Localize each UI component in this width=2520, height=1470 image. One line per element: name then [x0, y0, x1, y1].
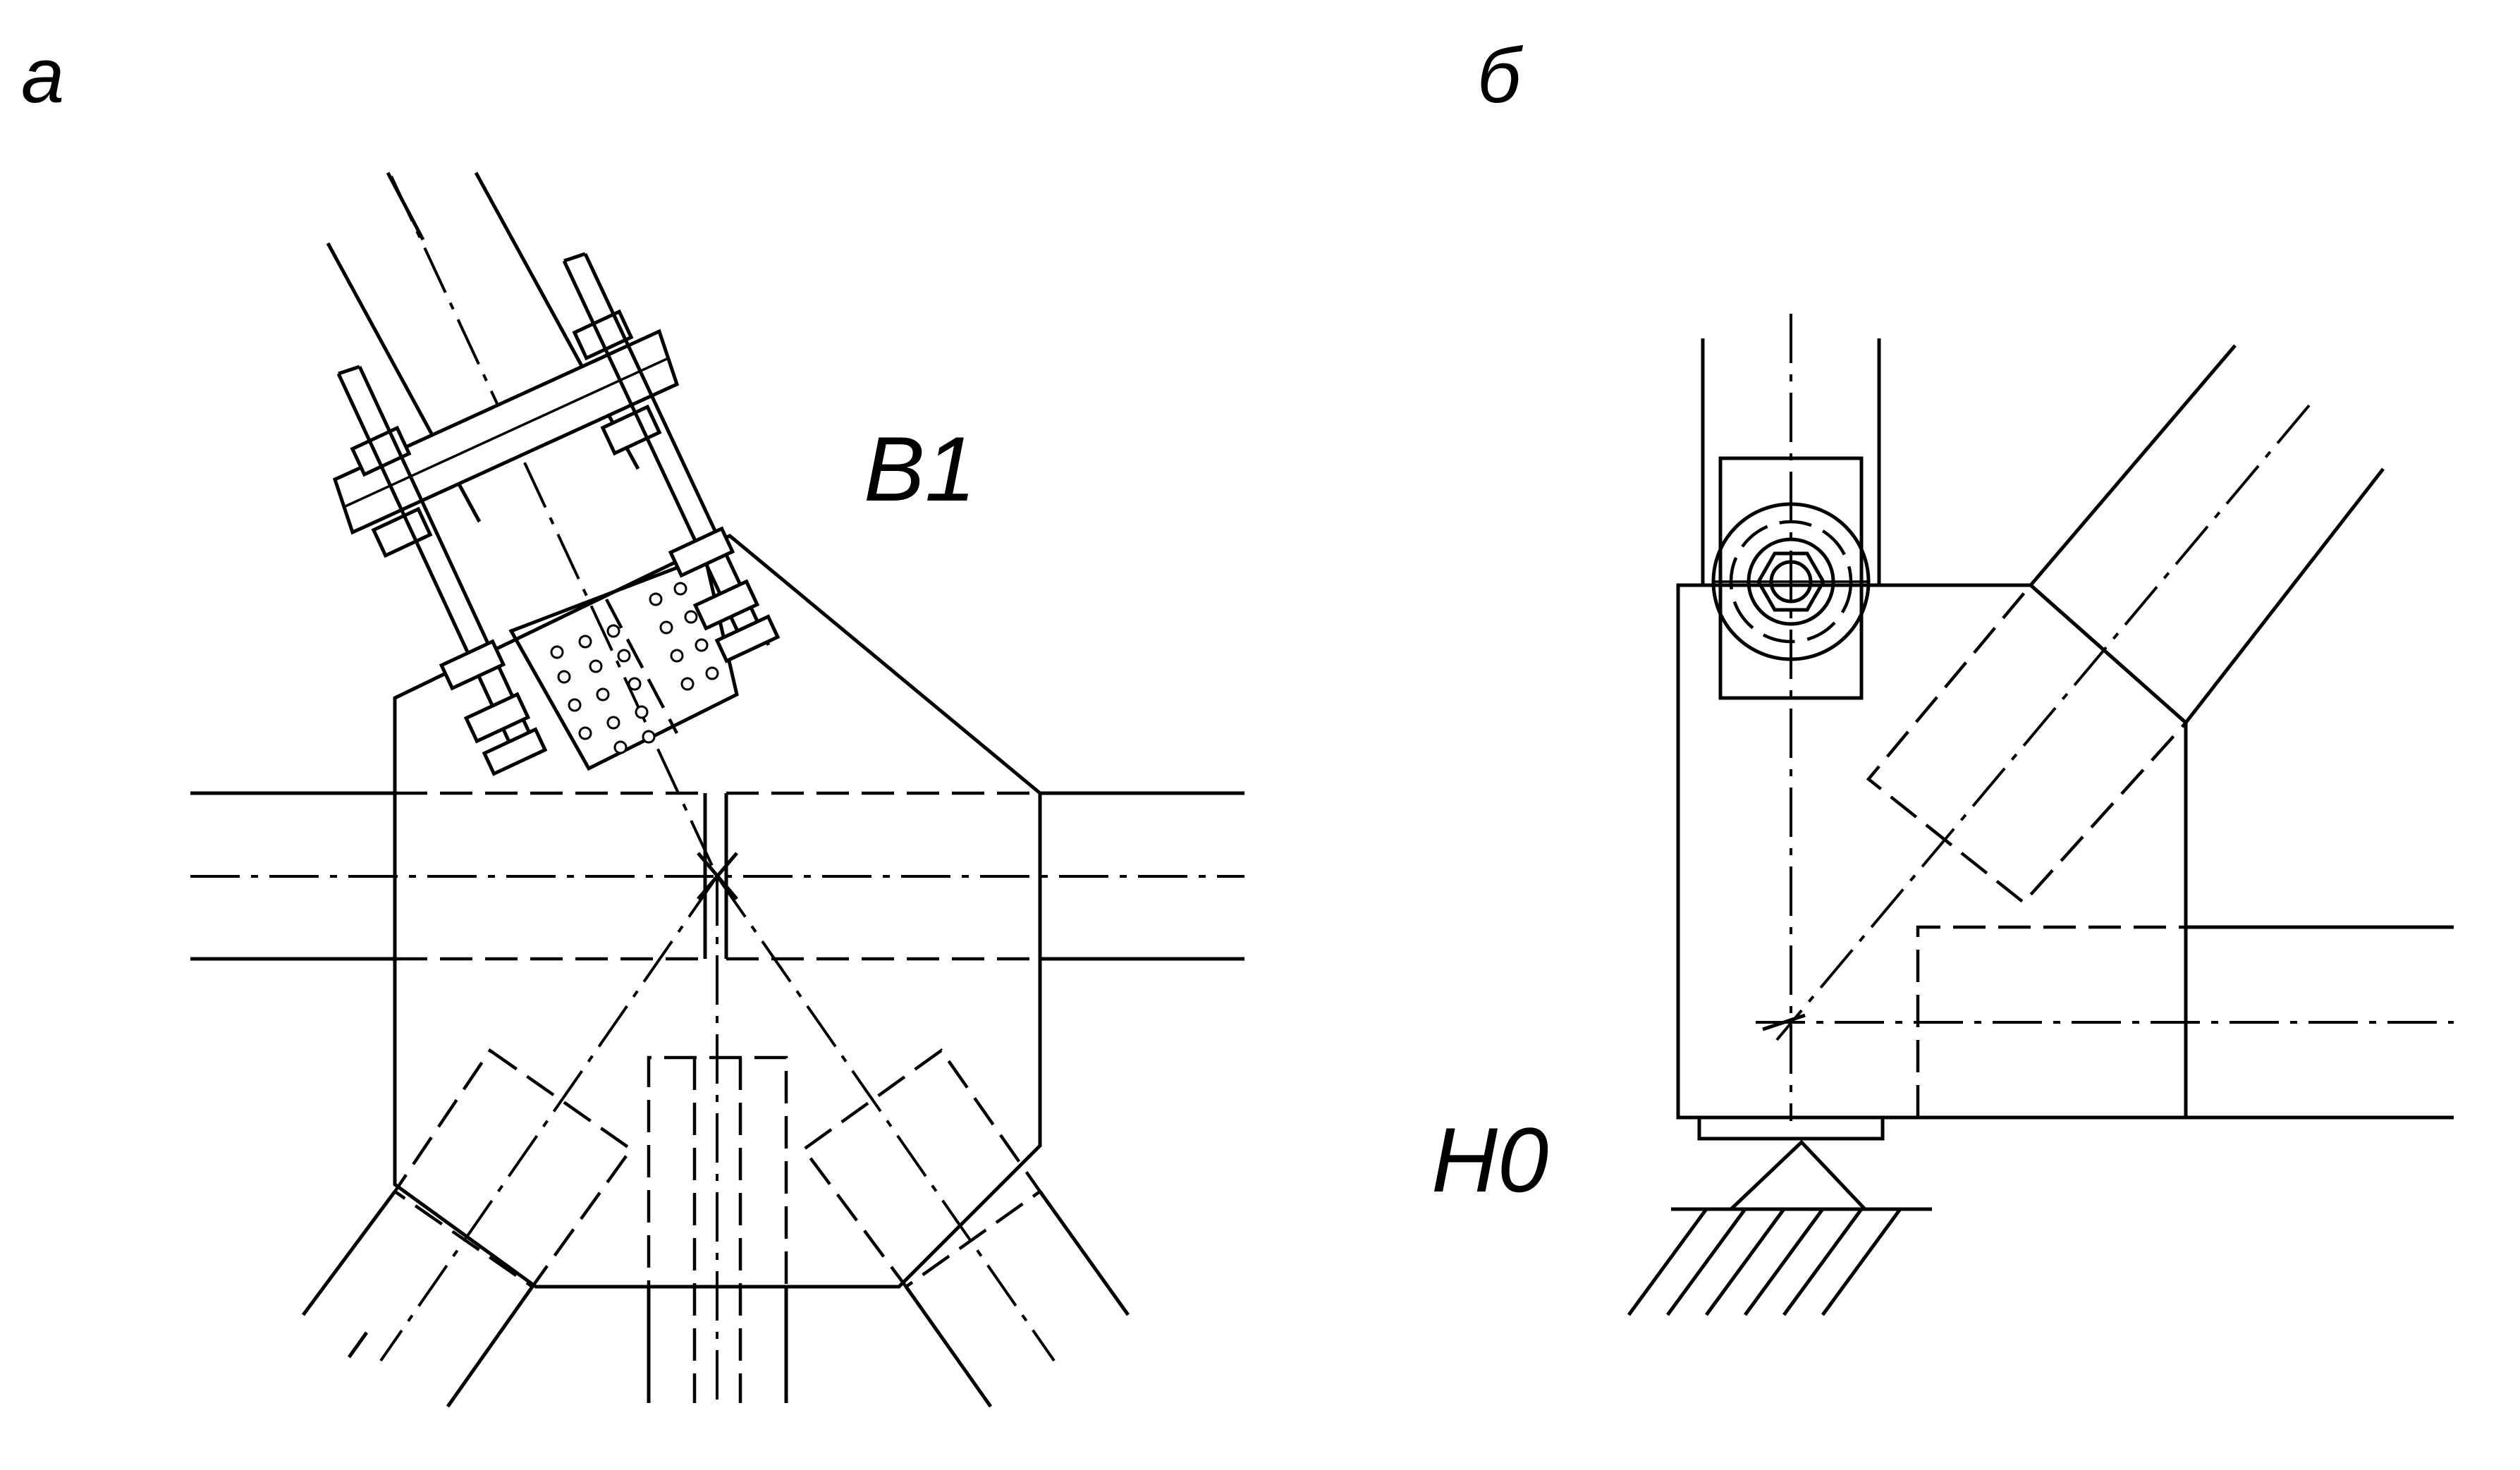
gusset-plate-a	[393, 534, 1042, 1289]
chord-b	[1756, 925, 2454, 1120]
panel-b-label: б	[1477, 32, 1524, 119]
bolt-holes-a	[550, 582, 719, 754]
lower-left-diagonal-a	[301, 875, 718, 1408]
support-b	[1627, 1115, 1932, 1316]
lower-right-diagonal-a	[716, 875, 1130, 1408]
gusset-plate-b	[1676, 583, 2188, 1120]
splice-plate-a	[508, 554, 739, 771]
pin-block-b	[1711, 456, 1871, 700]
diagonal-b	[1775, 344, 2385, 1041]
clamp-assembly-a	[332, 252, 781, 776]
node-a-label: В1	[864, 417, 976, 520]
node-a-drawing	[190, 171, 1244, 1408]
node-b-drawing	[1627, 314, 2454, 1316]
vertical-post-b	[1701, 314, 1881, 1121]
vertical-post-a	[647, 876, 788, 1403]
chord-a	[190, 791, 1244, 961]
node-b-label: Н0	[1431, 1108, 1548, 1211]
panel-a-label: а	[21, 32, 64, 119]
